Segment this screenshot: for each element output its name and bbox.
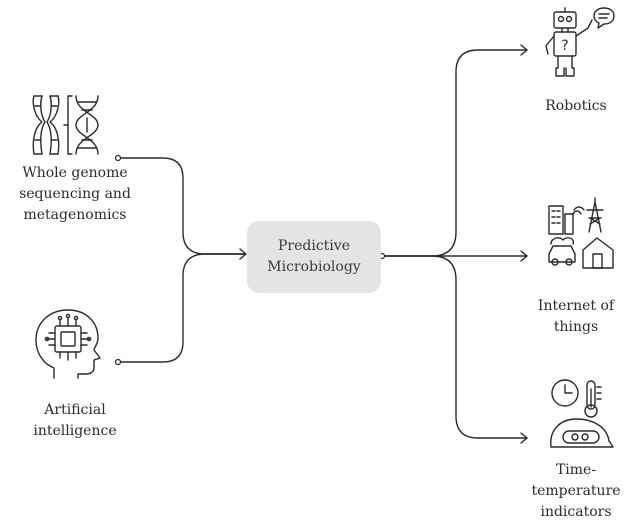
tti-label: Time- temperature indicators: [531, 462, 621, 520]
input-connectors: [114, 154, 247, 366]
connector-ai: [117, 253, 246, 363]
center-label-line1: Predictive: [278, 238, 350, 254]
predictive-microbiology-node: Predictive Microbiology: [247, 221, 381, 293]
arrowhead-iot: [520, 250, 528, 262]
clock-thermometer-icon: [550, 379, 614, 448]
dna-chromosome-icon: [32, 95, 99, 155]
connector-tti: [431, 255, 528, 439]
ai-head-chip-icon: [35, 309, 101, 379]
output-connectors: [378, 44, 528, 444]
arrowhead-robotics: [520, 44, 528, 56]
iot-label: Internet of things: [537, 298, 615, 335]
arrowhead-tti: [520, 432, 528, 444]
node-genome: [114, 154, 122, 162]
smart-city-icon: [548, 197, 614, 269]
connector-genome: [117, 157, 246, 255]
genome-label: Whole genome sequencing and metagenomics: [19, 165, 131, 223]
robot-icon: ?: [545, 7, 615, 77]
robotics-label: Robotics: [545, 98, 607, 114]
center-label-line2: Microbiology: [267, 259, 361, 275]
node-ai: [114, 358, 122, 366]
connector-robotics: [384, 49, 528, 257]
arrowhead-center: [239, 248, 247, 260]
ai-label: Artificial intelligence: [33, 402, 117, 439]
svg-text:?: ?: [561, 38, 568, 54]
